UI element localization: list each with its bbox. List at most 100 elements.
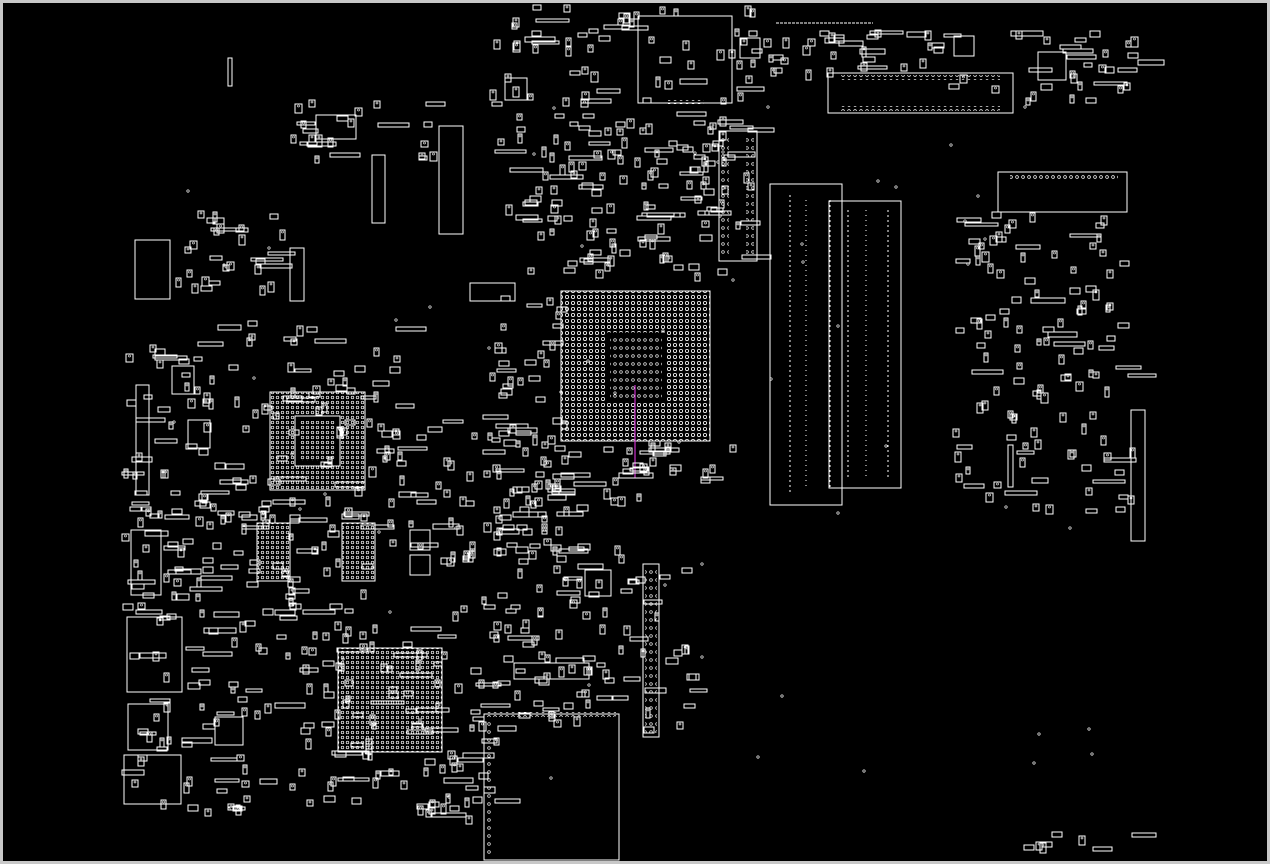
- smd-component: [133, 559, 139, 568]
- smd-pad: [518, 569, 522, 573]
- chip-f: [409, 529, 431, 551]
- smd-component: [711, 143, 719, 152]
- smd-component: [1011, 296, 1022, 304]
- smd-component: [397, 446, 428, 451]
- smd-component: [181, 741, 193, 748]
- smd-pad: [468, 472, 472, 476]
- smd-component: [745, 75, 753, 84]
- smd-component: [679, 78, 708, 85]
- smd-component: [634, 157, 641, 168]
- via: [418, 718, 422, 722]
- smd-component: [154, 355, 188, 361]
- smd-component: [227, 803, 235, 811]
- smd-component: [228, 364, 239, 371]
- smd-component: [719, 131, 727, 141]
- smd-component: [305, 738, 312, 750]
- smd-component: [1051, 250, 1058, 259]
- smd-component: [141, 506, 152, 512]
- smd-pad: [124, 534, 127, 538]
- smd-pad: [317, 135, 321, 139]
- smd-pad: [436, 680, 439, 684]
- smd-component: [466, 471, 474, 482]
- via: [487, 346, 491, 350]
- smd-pad: [254, 410, 257, 414]
- smd-component: [388, 692, 399, 699]
- smd-component: [1040, 83, 1053, 91]
- smd-component: [639, 239, 647, 248]
- smd-pad: [482, 597, 486, 601]
- smd-component: [659, 574, 671, 580]
- smd-component: [614, 545, 621, 556]
- smd-component: [1100, 435, 1107, 446]
- smd-component: [261, 403, 269, 415]
- smd-pad: [565, 5, 569, 9]
- smd-component: [439, 764, 446, 774]
- smd-component: [443, 489, 451, 498]
- smd-pad: [545, 673, 549, 677]
- smd-component: [1016, 325, 1023, 334]
- smd-pad: [367, 744, 371, 748]
- smd-pad: [550, 436, 553, 440]
- connector-left-5: [123, 754, 182, 805]
- smd-component: [137, 602, 146, 610]
- smd-component: [606, 228, 617, 234]
- smd-pad: [485, 471, 489, 475]
- smd-pad: [242, 524, 246, 528]
- smd-pad: [537, 481, 540, 485]
- smd-component: [524, 36, 556, 43]
- smd-pad: [1039, 385, 1042, 389]
- smd-pad: [1089, 370, 1093, 374]
- smd-component: [272, 412, 280, 420]
- smd-pad: [379, 424, 383, 428]
- smd-component: [975, 255, 981, 266]
- smd-pad: [684, 41, 688, 45]
- southbridge-bga: [337, 647, 443, 753]
- smd-component: [647, 170, 654, 181]
- smd-pad: [597, 580, 601, 584]
- smd-pad: [244, 426, 248, 430]
- smd-component: [437, 634, 457, 639]
- via: [586, 359, 590, 363]
- smd-component: [709, 464, 716, 474]
- smd-component: [1127, 495, 1135, 505]
- smd-component: [329, 524, 336, 533]
- smd-component: [576, 504, 589, 512]
- dimm-slot-a: [769, 183, 843, 506]
- smd-component: [427, 426, 443, 433]
- smd-pad: [347, 627, 350, 631]
- smd-component: [1035, 841, 1043, 851]
- chip-l: [1007, 444, 1014, 488]
- chip-h: [187, 419, 211, 449]
- smd-component: [478, 772, 489, 780]
- smd-component: [203, 392, 211, 404]
- connector-left-4: [127, 703, 169, 751]
- smd-component: [596, 695, 613, 701]
- smd-component: [729, 444, 737, 453]
- smd-component: [373, 100, 381, 109]
- smd-pad: [655, 150, 659, 154]
- smd-component: [1123, 82, 1131, 91]
- smd-component: [587, 44, 594, 53]
- smd-component: [163, 573, 170, 583]
- smd-component: [249, 559, 261, 566]
- smd-component: [1104, 66, 1115, 74]
- smd-component: [641, 182, 647, 190]
- via: [663, 583, 667, 587]
- smd-component: [528, 511, 539, 518]
- smd-pad: [200, 704, 204, 708]
- smd-component: [233, 550, 244, 556]
- smd-pad: [128, 354, 131, 358]
- smd-component: [449, 755, 458, 766]
- smd-pad: [324, 684, 328, 688]
- smd-component: [991, 211, 1002, 219]
- smd-pad: [502, 324, 505, 328]
- smd-pad: [539, 608, 542, 612]
- smd-pad: [1059, 319, 1062, 323]
- smd-component: [826, 67, 834, 78]
- smd-pad: [204, 277, 207, 281]
- smd-pad: [186, 247, 190, 251]
- smd-component: [286, 397, 316, 403]
- smd-component: [859, 48, 886, 55]
- smd-component: [626, 447, 633, 455]
- smd-component: [393, 355, 401, 363]
